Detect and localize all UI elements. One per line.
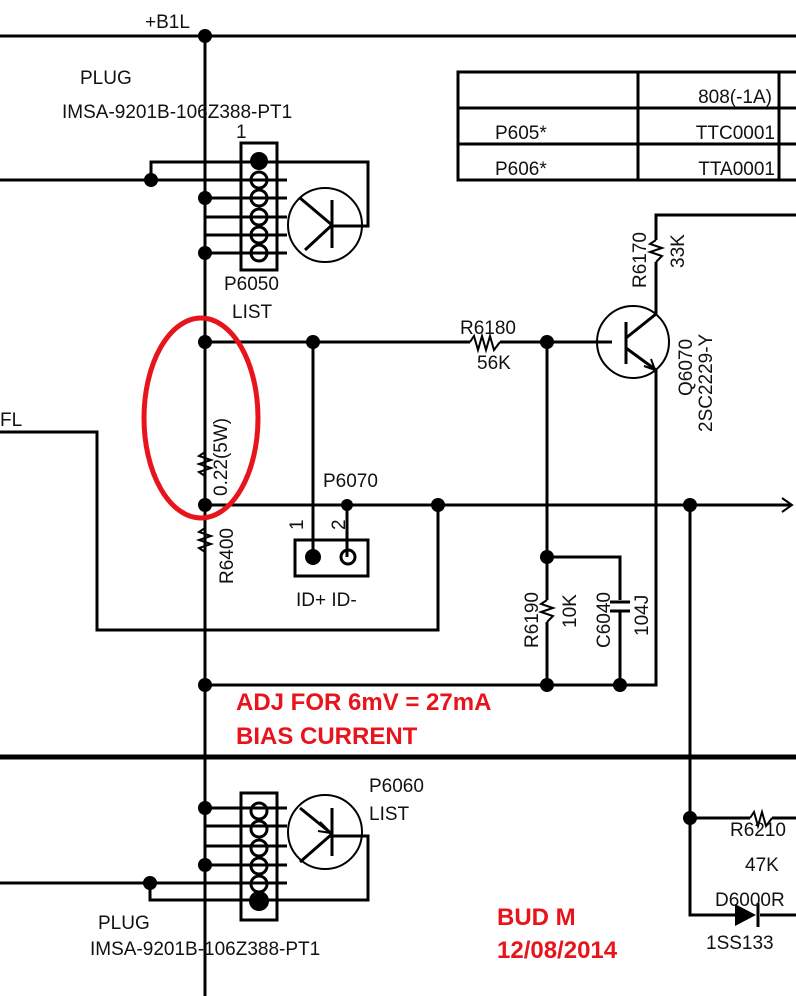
date-note: 12/08/2014 xyxy=(497,937,618,964)
connector-p6060 xyxy=(239,791,279,922)
part-table: 808(-1A) P605* TTC0001 P606* TTA0001 xyxy=(456,70,796,182)
plug-top-ref: P6050 xyxy=(224,274,279,295)
c6040-ref: C6040 xyxy=(594,592,615,648)
table-cell: TTC0001 xyxy=(696,123,775,144)
plug-bottom-list: LIST xyxy=(369,804,410,825)
net-label-b1l: +B1L xyxy=(145,12,190,33)
connector-p6070 xyxy=(293,538,370,578)
r6190-value: 10K xyxy=(560,594,581,628)
arrow-icon xyxy=(781,497,794,513)
plug-top-label: PLUG xyxy=(80,68,132,89)
table-header: 808(-1A) xyxy=(698,87,772,108)
d6000-ref: D6000R xyxy=(715,890,785,911)
net-label-fl: FL xyxy=(0,410,22,431)
p6070-ref: P6070 xyxy=(323,471,378,492)
table-cell: TTA0001 xyxy=(698,159,775,180)
highlight-ellipse xyxy=(141,315,261,521)
p6070-pin1: 1 xyxy=(287,519,308,530)
adj-note-line1: ADJ FOR 6mV = 27mA xyxy=(236,689,491,716)
r6170-ref: R6170 xyxy=(630,232,651,288)
resistor-r6180 xyxy=(469,332,501,354)
plug-bottom-label: PLUG xyxy=(98,913,150,934)
plug-top-list: LIST xyxy=(232,302,273,323)
junction-dots xyxy=(143,29,697,890)
author-note: BUD M xyxy=(497,904,576,931)
r6180-ref: R6180 xyxy=(460,318,516,339)
r6210-value: 47K xyxy=(745,855,779,876)
resistor-r6190 xyxy=(537,599,557,623)
c6040-value: 104J xyxy=(632,595,653,636)
table-cell: P606* xyxy=(495,159,547,180)
adj-note-line2: BIAS CURRENT xyxy=(236,723,418,750)
connector-p6050 xyxy=(239,141,279,272)
r6170-value: 33K xyxy=(668,234,689,268)
q6070-ref: Q6070 xyxy=(676,339,697,396)
transistor-q6070 xyxy=(596,305,670,379)
plug-top-pin1: 1 xyxy=(236,122,247,143)
diode-d6000 xyxy=(735,903,760,927)
transistor-symbol-p6050 xyxy=(287,187,368,263)
plug-bottom-part: IMSA-9201B-106Z388-PT1 xyxy=(90,939,320,960)
r6180-value: 56K xyxy=(477,353,511,374)
r6190-ref: R6190 xyxy=(522,592,543,648)
resistor-sense xyxy=(195,451,215,477)
p6070-pin2: 2 xyxy=(329,519,350,530)
resistor-r6210 xyxy=(749,808,773,830)
q6070-value: 2SC2229-Y xyxy=(696,333,717,432)
transistor-symbol-p6060 xyxy=(287,794,368,870)
r-sense-value: 0.22(5W) xyxy=(211,418,232,496)
resistor-r6170 xyxy=(646,239,666,263)
r6210-ref: R6210 xyxy=(730,820,786,841)
r6400-ref: R6400 xyxy=(217,528,238,584)
table-cell: P605* xyxy=(495,123,547,144)
p6070-labels: ID+ ID- xyxy=(296,590,357,611)
d6000-value: 1SS133 xyxy=(706,933,774,954)
plug-top-part: IMSA-9201B-106Z388-PT1 xyxy=(62,102,292,123)
capacitor-c6040 xyxy=(610,600,630,613)
resistor-r6400 xyxy=(195,527,215,553)
plug-bottom-ref: P6060 xyxy=(369,776,424,797)
